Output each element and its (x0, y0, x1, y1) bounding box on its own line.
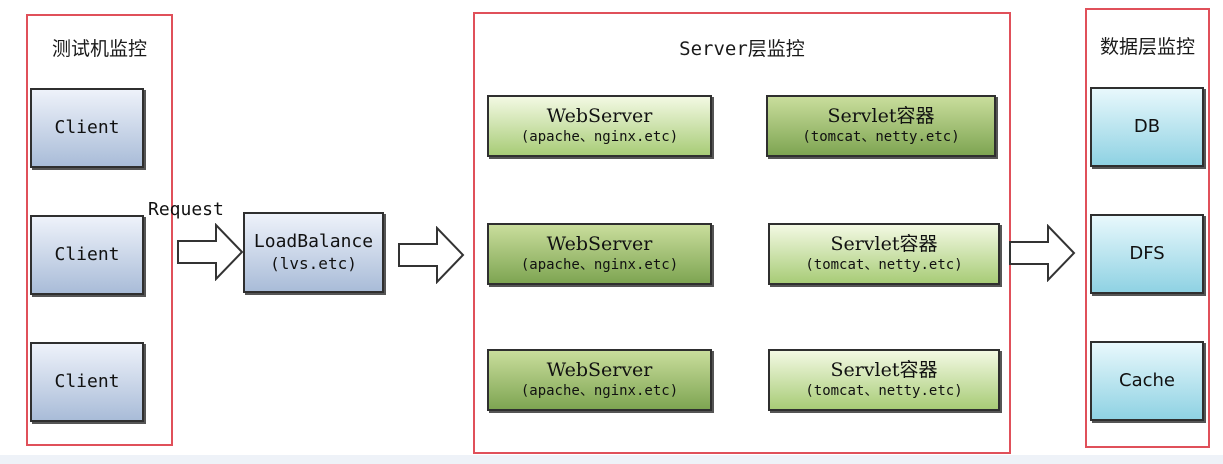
loadbalance-sub: (lvs.etc) (270, 253, 357, 273)
servlet-node[interactable]: Servlet容器 (tomcat、netty.etc) (766, 95, 996, 157)
webserver-label: WebServer (546, 359, 653, 381)
servlet-label: Servlet容器 (830, 359, 938, 381)
client-node-label: Client (54, 117, 120, 138)
servlet-sub: (tomcat、netty.etc) (802, 129, 960, 145)
servlet-label: Servlet容器 (830, 233, 938, 255)
loadbalance-label: LoadBalance (253, 230, 374, 252)
client-panel-title: 测试机监控 (51, 38, 147, 60)
servlet-sub: (tomcat、netty.etc) (805, 257, 963, 273)
webserver-sub: (apache、nginx.etc) (520, 129, 679, 145)
server-panel-title: Server层监控 (679, 38, 805, 60)
webserver-node[interactable]: WebServer (apache、nginx.etc) (487, 349, 712, 411)
data-node-dfs[interactable]: DFS (1090, 214, 1204, 294)
request-arrow-icon (177, 223, 244, 281)
client-node-label: Client (54, 244, 120, 265)
webserver-label: WebServer (546, 233, 653, 255)
data-monitor-panel: 数据层监控 (1085, 8, 1210, 448)
webserver-node[interactable]: WebServer (apache、nginx.etc) (487, 223, 712, 285)
loadbalance-node[interactable]: LoadBalance (lvs.etc) (243, 212, 384, 293)
servlet-label: Servlet容器 (827, 105, 935, 127)
data-panel-title: 数据层监控 (1099, 36, 1195, 58)
bottom-strip (0, 455, 1223, 464)
server-monitor-panel: Server层监控 (473, 12, 1011, 454)
client-node[interactable]: Client (30, 215, 144, 295)
data-node-cache[interactable]: Cache (1090, 341, 1204, 421)
data-node-db[interactable]: DB (1090, 87, 1204, 167)
webserver-label: WebServer (546, 105, 653, 127)
servlet-sub: (tomcat、netty.etc) (805, 383, 963, 399)
data-node-label: DFS (1129, 243, 1165, 264)
data-node-label: DB (1133, 116, 1161, 137)
request-label: Request (148, 199, 224, 220)
webserver-node[interactable]: WebServer (apache、nginx.etc) (487, 95, 712, 157)
servlet-node[interactable]: Servlet容器 (tomcat、netty.etc) (768, 349, 1000, 411)
client-node[interactable]: Client (30, 88, 144, 168)
webserver-sub: (apache、nginx.etc) (520, 257, 679, 273)
webserver-sub: (apache、nginx.etc) (520, 383, 679, 399)
flow-arrow-icon (1009, 224, 1076, 282)
flow-arrow-icon (398, 226, 465, 284)
servlet-node[interactable]: Servlet容器 (tomcat、netty.etc) (768, 223, 1000, 285)
client-node-label: Client (54, 371, 120, 392)
client-monitor-panel: 测试机监控 (26, 14, 173, 446)
data-node-label: Cache (1119, 370, 1175, 391)
client-node[interactable]: Client (30, 342, 144, 422)
